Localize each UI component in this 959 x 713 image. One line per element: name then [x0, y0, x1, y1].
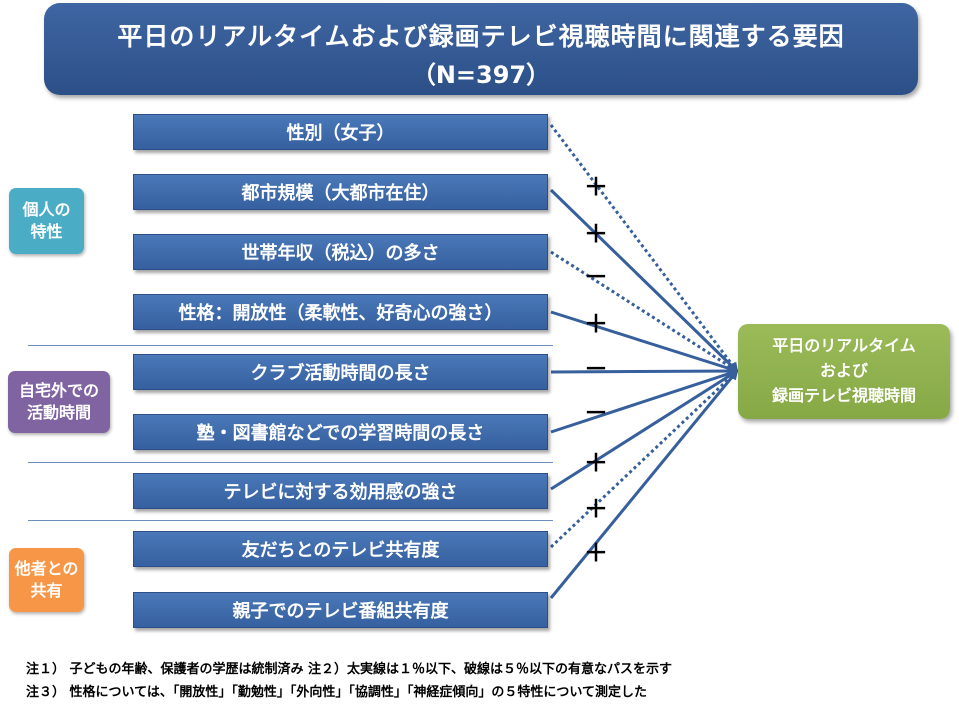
- outcome-line: 平日のリアルタイム: [772, 336, 916, 356]
- title-banner: 平日のリアルタイムおよび録画テレビ視聴時間に関連する要因 （N=397）: [44, 3, 918, 95]
- path-line: [550, 250, 739, 373]
- outcome-line: 録画テレビ視聴時間: [771, 385, 916, 405]
- group-sharing: 他者との共有: [9, 548, 84, 612]
- factor-household-income: 世帯年収（税込）の多さ: [133, 234, 548, 270]
- sign-positive: ＋: [584, 495, 608, 523]
- path-line: [549, 188, 739, 373]
- factor-parent-child-sharing: 親子でのテレビ番組共有度: [133, 592, 548, 628]
- sign-positive: ＋: [584, 310, 608, 338]
- note-3: 注３） 性格については、「開放性」「勤勉性」「外向性」「協調性」「神経症傾向」の…: [26, 685, 647, 700]
- sign-positive: ＋: [584, 173, 608, 201]
- sign-positive: ＋: [584, 449, 608, 477]
- group-separator: [28, 520, 553, 521]
- factor-study-time: 塾・図書館などでの学習時間の長さ: [133, 414, 548, 450]
- outcome-box: 平日のリアルタイム および 録画テレビ視聴時間: [738, 324, 950, 419]
- path-line: [549, 369, 739, 599]
- path-line: [549, 369, 739, 549]
- factor-tv-utility: テレビに対する効用感の強さ: [133, 473, 548, 509]
- sign-positive: ＋: [584, 539, 608, 567]
- sample-size: （N=397）: [411, 61, 551, 89]
- group-outside-activity: 自宅外での活動時間: [8, 371, 110, 433]
- outcome-line: および: [819, 361, 868, 381]
- group-separator: [28, 462, 553, 463]
- sign-negative: －: [584, 355, 608, 383]
- path-line: [550, 368, 739, 434]
- path-line: [549, 124, 739, 373]
- factor-friend-tv-sharing: 友だちとのテレビ共有度: [133, 531, 548, 567]
- group-personal-traits: 個人の特性: [9, 188, 84, 254]
- factor-openness: 性格：開放性（柔軟性、好奇心の強さ）: [133, 294, 548, 330]
- factor-gender: 性別（女子）: [133, 114, 548, 150]
- sign-negative: －: [584, 263, 608, 291]
- group-separator: [28, 345, 553, 346]
- sign-positive: ＋: [584, 220, 608, 248]
- diagram-title: 平日のリアルタイムおよび録画テレビ視聴時間に関連する要因: [117, 22, 845, 51]
- note-1: 注１） 子どもの年齢、保護者の学歴は統制済み 注２）太実線は１％以下、破線は５％…: [26, 662, 673, 677]
- path-line: [550, 310, 739, 374]
- path-line: [550, 366, 739, 377]
- sign-negative: －: [584, 399, 608, 427]
- factor-club-activity: クラブ活動時間の長さ: [133, 354, 548, 390]
- path-line: [550, 369, 739, 491]
- factor-city-size: 都市規模（大都市在住）: [133, 174, 548, 210]
